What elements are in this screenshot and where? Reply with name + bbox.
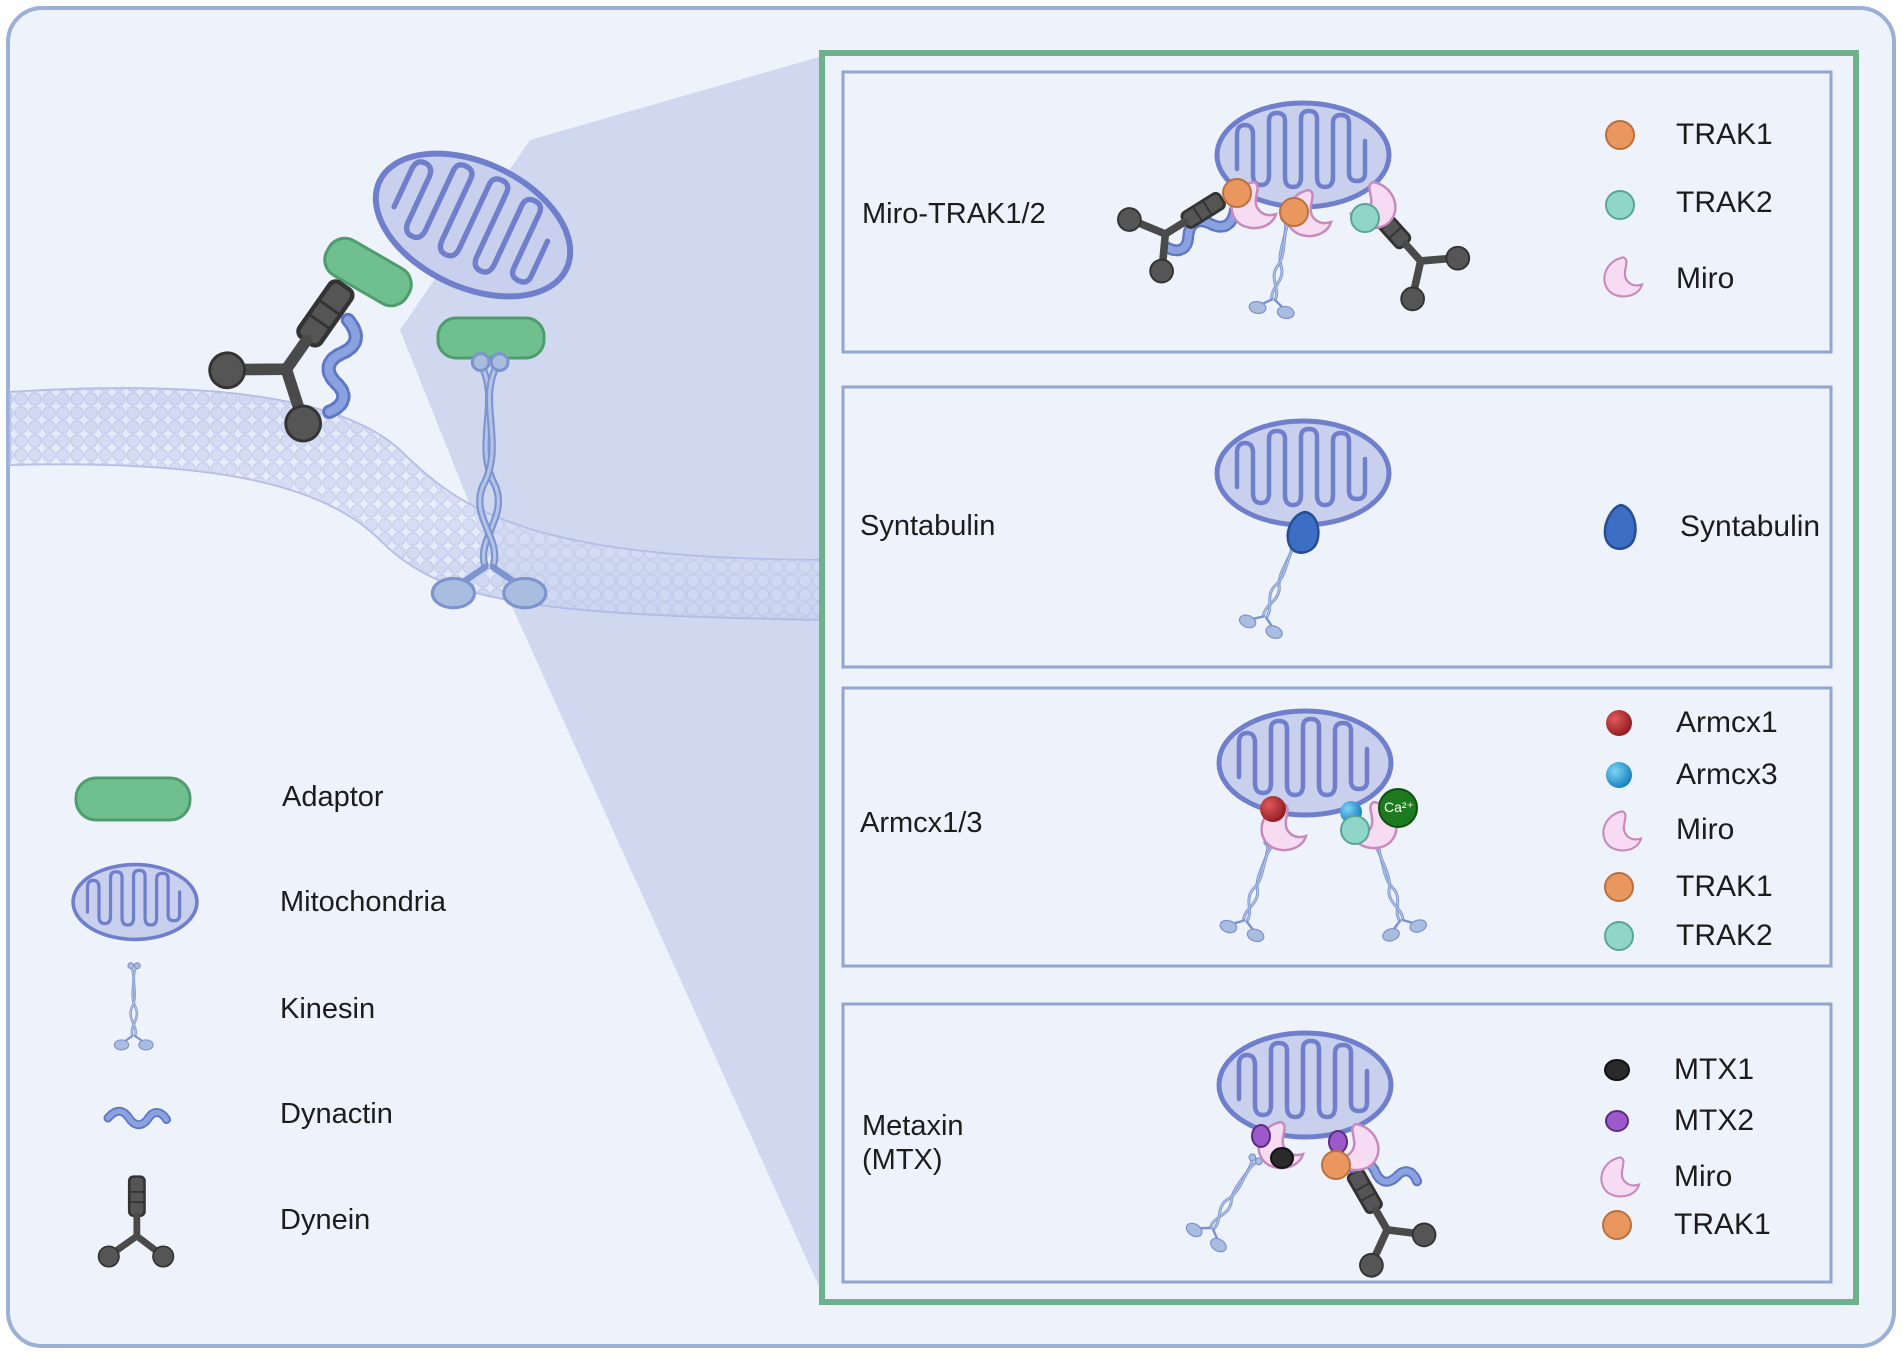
key-label-miro: Miro (1674, 1160, 1733, 1193)
panel-title-metaxin-line1: Metaxin (862, 1110, 964, 1142)
calcium-label: Ca²⁺ (1384, 799, 1414, 815)
panel-title-metaxin-line2: (MTX) (862, 1144, 943, 1176)
panel-title-syntabulin: Syntabulin (860, 510, 996, 542)
key-label-syntabulin: Syntabulin (1680, 510, 1821, 543)
panel-title-miro-trak: Miro-TRAK1/2 (862, 198, 1046, 230)
key-label-trak1: TRAK1 (1676, 118, 1773, 151)
key-label-trak2: TRAK2 (1676, 919, 1773, 952)
key-label-mtx2: MTX2 (1674, 1104, 1755, 1137)
legend-label-kinesin: Kinesin (280, 993, 376, 1025)
legend-label-mitochondria: Mitochondria (280, 886, 447, 918)
key-label-trak2: TRAK2 (1676, 186, 1773, 219)
key-label-miro: Miro (1676, 813, 1735, 846)
legend-label-dynein: Dynein (280, 1204, 371, 1236)
key-label-trak1: TRAK1 (1674, 1208, 1771, 1241)
key-label-armcx3: Armcx3 (1676, 758, 1778, 791)
key-label-miro: Miro (1676, 262, 1735, 295)
panel-title-armcx: Armcx1/3 (860, 807, 983, 839)
legend-label-adaptor: Adaptor (282, 781, 384, 813)
key-label-trak1: TRAK1 (1676, 870, 1773, 903)
key-label-mtx1: MTX1 (1674, 1053, 1755, 1086)
key-label-armcx1: Armcx1 (1676, 706, 1778, 739)
legend-label-dynactin: Dynactin (280, 1098, 393, 1130)
